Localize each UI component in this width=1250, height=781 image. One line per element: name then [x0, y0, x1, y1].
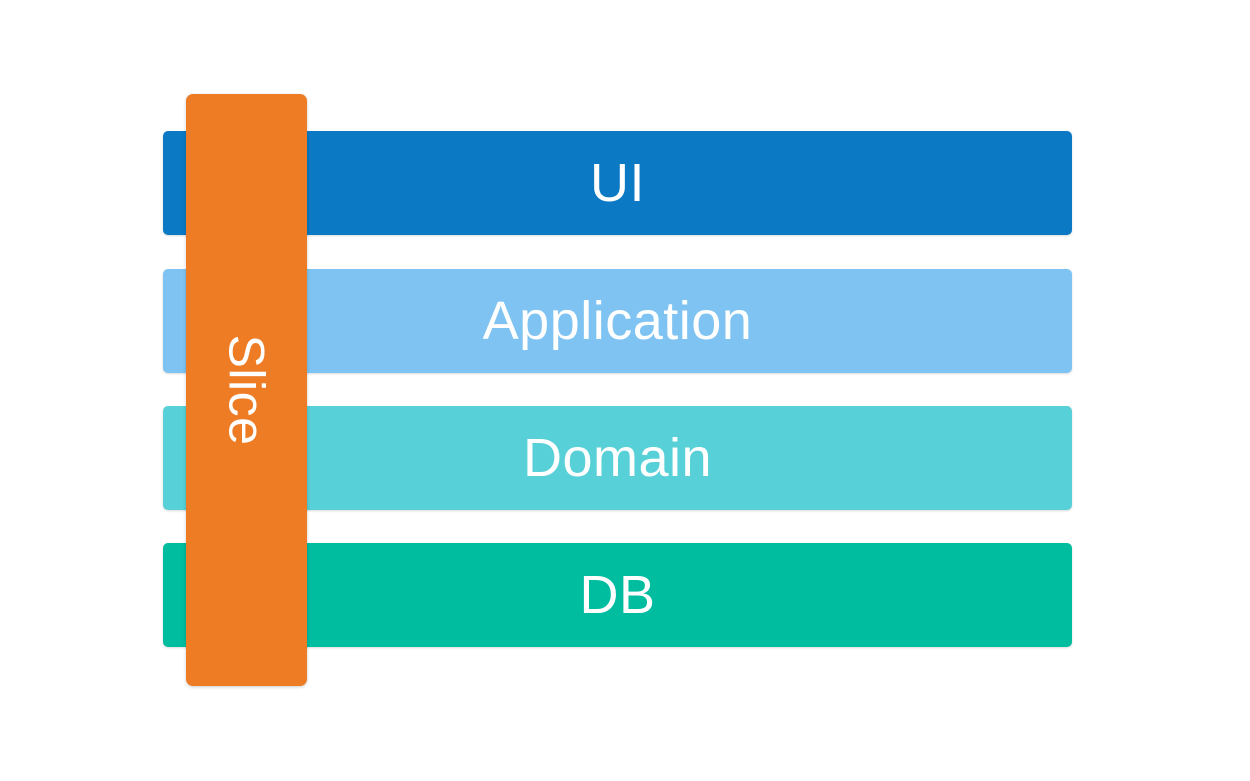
layer-label-application: Application [482, 291, 753, 351]
slice-bar: Slice [186, 94, 307, 686]
layer-bar-domain: Domain [163, 406, 1072, 510]
layer-bar-application: Application [163, 269, 1072, 373]
layer-bar-ui: UI [163, 131, 1072, 235]
layer-label-db: DB [579, 565, 656, 625]
layer-label-ui: UI [590, 153, 645, 213]
layer-label-domain: Domain [522, 428, 713, 488]
slice-label: Slice [218, 334, 275, 446]
layer-bar-db: DB [163, 543, 1072, 647]
